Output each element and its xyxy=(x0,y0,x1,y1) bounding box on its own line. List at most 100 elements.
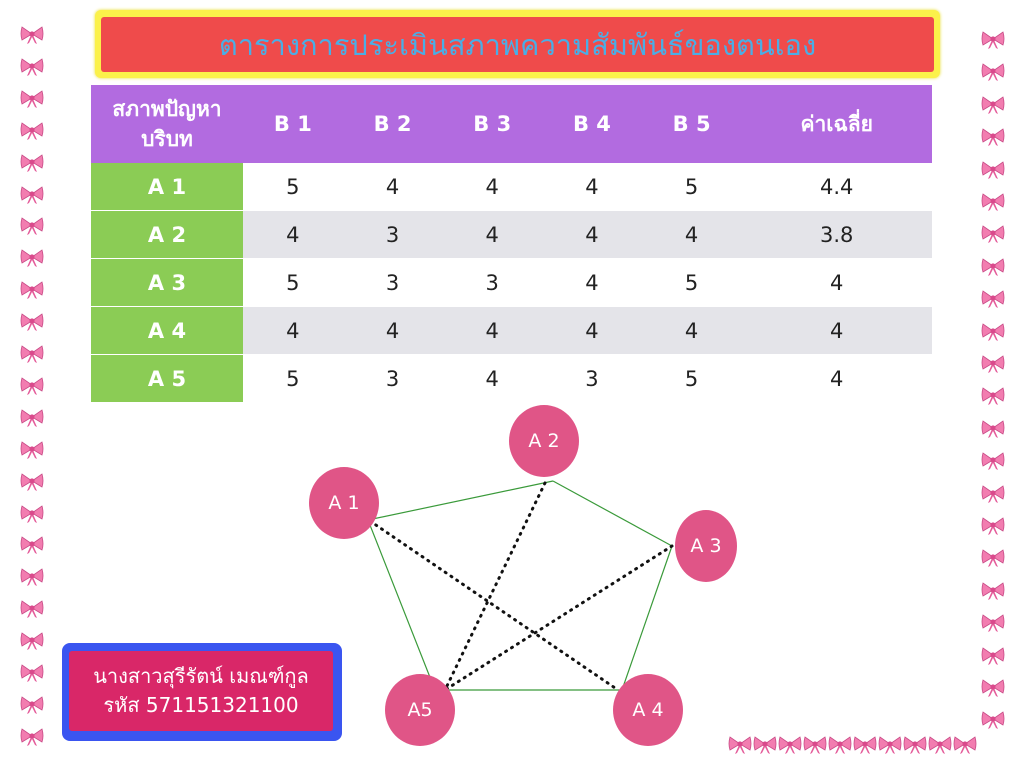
edge-a3-a4 xyxy=(621,545,673,691)
average-cell: 4 xyxy=(741,258,932,307)
node-a4: A 4 xyxy=(613,674,683,746)
bow-icon xyxy=(981,581,1005,601)
bow-icon xyxy=(20,408,44,428)
score-cell: 5 xyxy=(243,163,343,211)
column-header-average: ค่าเฉลี่ย xyxy=(741,85,932,163)
author-name: นางสาวสุรีรัตน์ เมณฑ์กูล xyxy=(93,664,309,688)
score-cell: 5 xyxy=(243,258,343,307)
bow-icon xyxy=(981,646,1005,666)
bow-icon xyxy=(981,354,1005,374)
edge-a1-a2 xyxy=(367,480,554,521)
column-header: B 4 xyxy=(542,85,642,163)
score-cell: 4 xyxy=(342,163,443,211)
bow-icon xyxy=(20,663,44,683)
corner-header-line2: บริบท xyxy=(141,127,193,151)
bow-icon xyxy=(903,735,927,755)
column-header: B 2 xyxy=(342,85,443,163)
bow-icon xyxy=(981,30,1005,50)
score-cell: 4 xyxy=(243,306,343,355)
average-cell: 4 xyxy=(741,306,932,355)
score-cell: 3 xyxy=(442,258,543,307)
bow-icon xyxy=(20,216,44,236)
corner-header-line1: สภาพปัญหา xyxy=(112,97,222,121)
bow-icon xyxy=(20,695,44,715)
bow-icon xyxy=(20,631,44,651)
score-cell: 3 xyxy=(342,210,443,259)
dotted-edge-a1-a4 xyxy=(368,519,620,692)
bow-icon xyxy=(981,322,1005,342)
row-header: A 1 xyxy=(91,163,243,211)
node-a1: A 1 xyxy=(309,467,379,539)
bow-icon xyxy=(20,89,44,109)
bow-icon xyxy=(928,735,952,755)
bow-icon xyxy=(953,735,977,755)
bow-icon xyxy=(20,440,44,460)
column-header: B 3 xyxy=(442,85,543,163)
average-cell: 4.4 xyxy=(741,163,932,211)
score-cell: 5 xyxy=(641,354,742,403)
bow-icon xyxy=(878,735,902,755)
bow-icon xyxy=(20,567,44,587)
bow-icon xyxy=(981,62,1005,82)
score-cell: 5 xyxy=(641,258,742,307)
bow-icon xyxy=(20,504,44,524)
bow-icon xyxy=(20,344,44,364)
dotted-edge-a3-a5 xyxy=(443,544,674,692)
corner-header: สภาพปัญหาบริบท xyxy=(91,85,243,163)
node-a2: A 2 xyxy=(509,405,579,477)
bow-icon xyxy=(728,735,752,755)
score-cell: 4 xyxy=(243,210,343,259)
score-cell: 3 xyxy=(342,258,443,307)
score-cell: 3 xyxy=(542,354,642,403)
score-cell: 5 xyxy=(243,354,343,403)
author-box: นางสาวสุรีรัตน์ เมณฑ์กูล รหัส 5711513211… xyxy=(69,651,333,731)
bow-icon xyxy=(778,735,802,755)
score-cell: 4 xyxy=(342,306,443,355)
bow-icon xyxy=(981,160,1005,180)
score-cell: 3 xyxy=(342,354,443,403)
bow-icon xyxy=(20,472,44,492)
bow-icon xyxy=(981,257,1005,277)
bow-icon xyxy=(981,613,1005,633)
bow-icon xyxy=(981,127,1005,147)
bow-icon xyxy=(981,419,1005,439)
bow-icon xyxy=(981,710,1005,730)
bow-icon xyxy=(981,678,1005,698)
column-header: B 1 xyxy=(243,85,343,163)
bow-icon xyxy=(20,376,44,396)
score-cell: 4 xyxy=(542,258,642,307)
bow-icon xyxy=(981,516,1005,536)
score-cell: 4 xyxy=(442,306,543,355)
score-cell: 4 xyxy=(542,163,642,211)
row-header: A 3 xyxy=(91,258,243,307)
bow-icon xyxy=(20,312,44,332)
bow-icon xyxy=(981,289,1005,309)
bow-icon xyxy=(20,25,44,45)
bow-icon xyxy=(981,224,1005,244)
row-header: A 4 xyxy=(91,306,243,355)
score-cell: 4 xyxy=(542,306,642,355)
bow-icon xyxy=(981,484,1005,504)
bow-icon xyxy=(981,192,1005,212)
score-cell: 4 xyxy=(641,210,742,259)
node-a3: A 3 xyxy=(675,510,737,582)
bow-icon xyxy=(20,727,44,747)
bow-icon xyxy=(20,153,44,173)
edge-a5-a1 xyxy=(367,519,436,691)
row-header: A 5 xyxy=(91,354,243,403)
score-cell: 4 xyxy=(542,210,642,259)
average-cell: 3.8 xyxy=(741,210,932,259)
table-header-row: สภาพปัญหาบริบท B 1 B 2 B 3 B 4 B 5 ค่าเฉ… xyxy=(91,85,932,163)
bow-icon xyxy=(20,248,44,268)
column-header: B 5 xyxy=(641,85,742,163)
bow-icon xyxy=(20,57,44,77)
score-cell: 4 xyxy=(442,354,543,403)
bow-icon xyxy=(853,735,877,755)
bow-icon xyxy=(803,735,827,755)
bow-icon xyxy=(828,735,852,755)
